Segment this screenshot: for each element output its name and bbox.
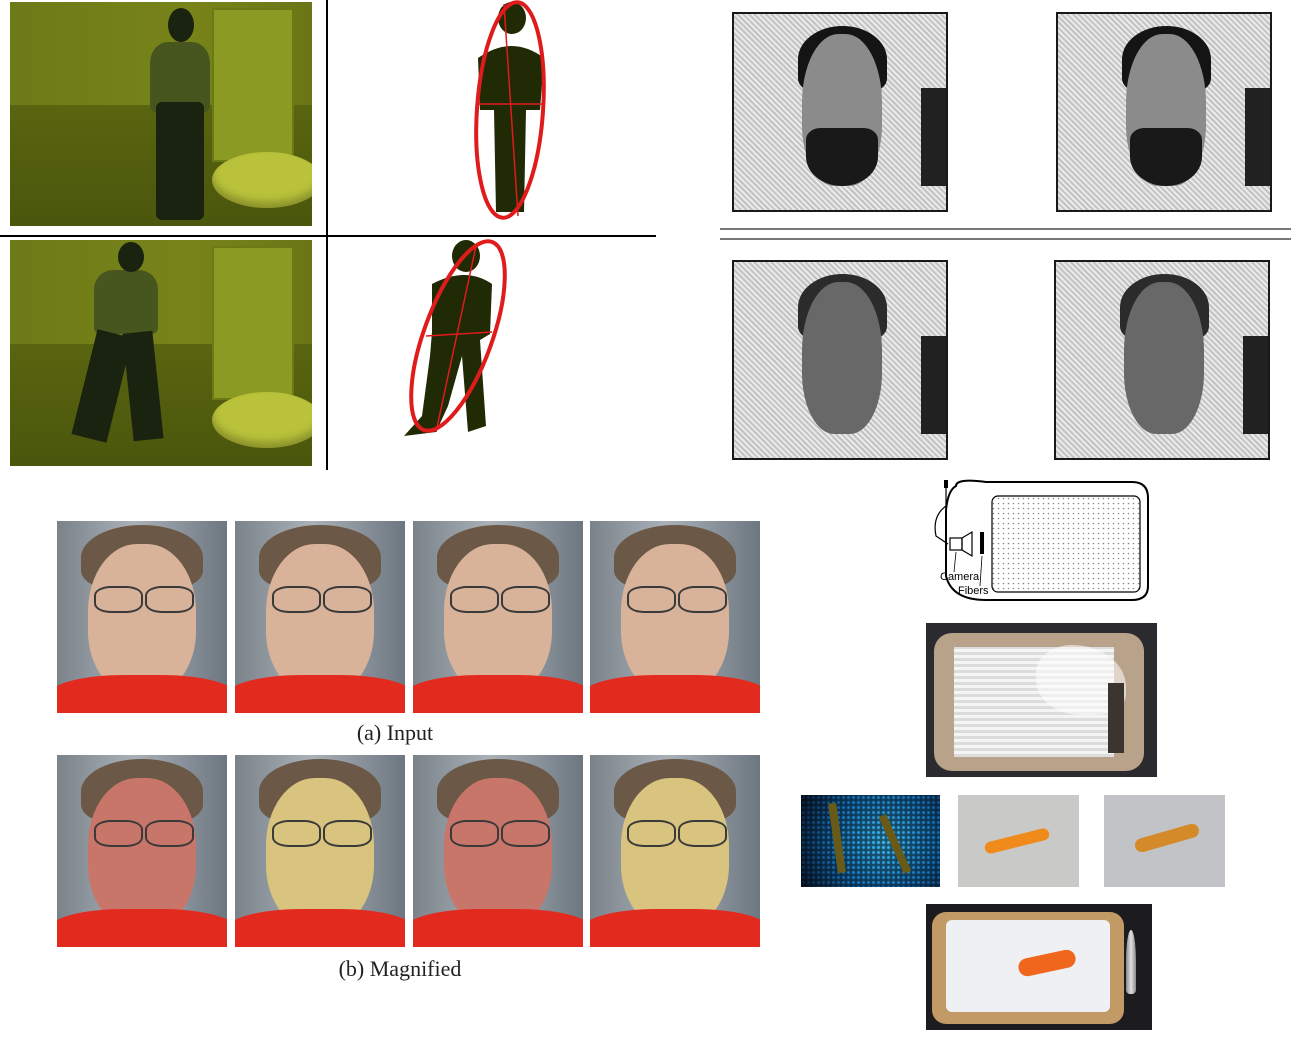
raw-sensor-image: [801, 795, 940, 887]
input-caption: (a) Input: [356, 720, 434, 745]
magnified-face-1: [57, 755, 227, 947]
silhouette-ellipse-1: [474, 0, 546, 220]
segmented-carrot-image: [1104, 795, 1225, 887]
input-face-1: [57, 521, 227, 713]
bw-divider-2: [720, 238, 1291, 240]
sensor-schematic: [934, 479, 1149, 601]
tracking-horizontal-divider: [0, 235, 656, 237]
bw-face-1: [732, 12, 948, 212]
magnified-face-4: [590, 755, 760, 947]
magnified-caption: (b) Magnified: [338, 956, 462, 981]
bw-face-3: [732, 260, 948, 460]
silhouette-ellipse-2: [404, 239, 507, 436]
input-face-2: [235, 521, 405, 713]
cutting-board-photo: [926, 904, 1152, 1030]
magnified-face-2: [235, 755, 405, 947]
camera-label: Camera: [940, 571, 980, 583]
input-face-3: [413, 521, 583, 713]
input-face-4: [590, 521, 760, 713]
board-internal-photo: [926, 623, 1157, 777]
bw-face-4: [1054, 260, 1270, 460]
bw-divider-1: [720, 228, 1291, 230]
magnified-face-3: [413, 755, 583, 947]
processed-carrot-image: [958, 795, 1079, 887]
fibers-label: Fibers: [958, 585, 989, 597]
bw-face-2: [1056, 12, 1272, 212]
tracking-photo-2: [10, 240, 312, 466]
tracking-photo-1: [10, 2, 312, 226]
